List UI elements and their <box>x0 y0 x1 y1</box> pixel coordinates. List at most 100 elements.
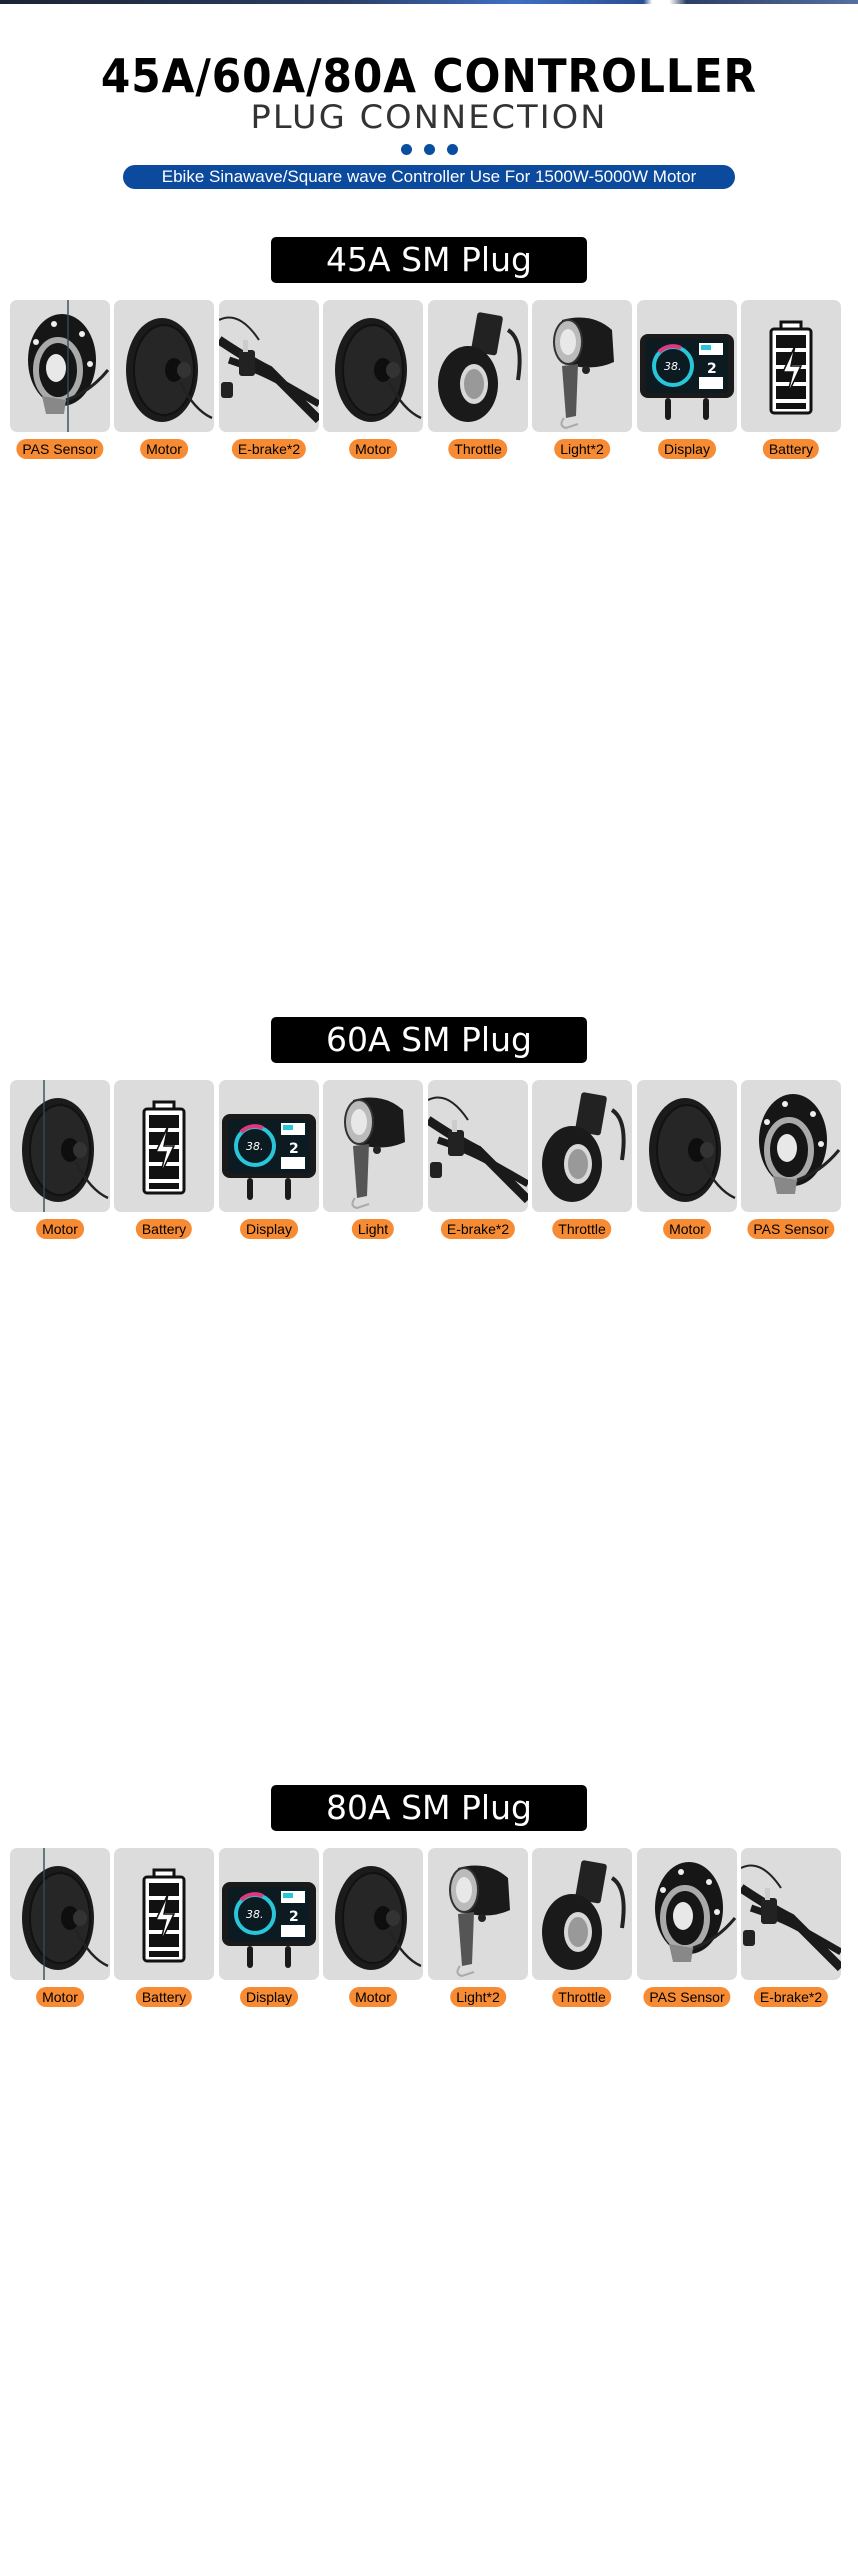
thumb-throttle-icon <box>428 300 528 432</box>
battery-icon <box>741 300 841 432</box>
component-label: E-brake*2 <box>440 1219 516 1239</box>
component-label: Throttle <box>552 1219 612 1239</box>
component-card: Motor <box>10 1080 110 1239</box>
dot-icon <box>446 144 458 155</box>
svg-text:2: 2 <box>707 361 717 377</box>
lcd-display-icon: 38. 2 <box>219 1080 319 1212</box>
brake-lever-icon <box>428 1080 528 1212</box>
component-card: Light*2 <box>428 1848 528 2007</box>
section-60a: 60A SM Plug Motor Battery 38. 2 D <box>0 1000 858 1770</box>
component-card: 38. 2 Display <box>219 1080 319 1239</box>
component-card: Motor <box>114 300 214 459</box>
component-card: Battery <box>114 1848 214 2007</box>
component-label: Throttle <box>448 439 508 459</box>
page-subtitle: PLUG CONNECTION <box>250 98 608 136</box>
component-label: Display <box>240 1987 298 2007</box>
component-card: PAS Sensor <box>637 1848 737 2007</box>
component-label: Battery <box>762 439 820 459</box>
section-80a: 80A SM Plug Motor Battery 38. 2 D <box>0 1768 858 2560</box>
svg-text:38.: 38. <box>664 360 682 373</box>
component-card: 38. 2 Display <box>637 300 737 459</box>
hub-motor-icon <box>637 1080 737 1212</box>
headlight-icon <box>323 1080 423 1212</box>
component-label: Light*2 <box>450 1987 506 2007</box>
component-card: PAS Sensor <box>741 1080 841 1239</box>
component-card: Motor <box>637 1080 737 1239</box>
component-label: Motor <box>36 1987 84 2007</box>
component-card: E-brake*2 <box>741 1848 841 2007</box>
hub-motor-icon <box>114 300 214 432</box>
component-label: Battery <box>135 1219 193 1239</box>
component-card: Light*2 <box>532 300 632 459</box>
component-label: Motor <box>36 1219 84 1239</box>
component-label: E-brake*2 <box>753 1987 829 2007</box>
component-label: Throttle <box>552 1987 612 2007</box>
component-label: E-brake*2 <box>231 439 307 459</box>
brake-lever-icon <box>219 300 319 432</box>
section-title-badge: 80A SM Plug <box>271 1785 587 1831</box>
wiring-diagram-60a <box>0 1240 858 1770</box>
component-label: Battery <box>135 1987 193 2007</box>
hub-motor-icon <box>10 1848 110 1980</box>
brake-lever-icon <box>741 1848 841 1980</box>
component-label: Display <box>240 1219 298 1239</box>
top-banner-strip <box>0 0 858 4</box>
component-label: Motor <box>663 1219 711 1239</box>
component-row: Motor Battery 38. 2 Display Li <box>10 1080 850 1240</box>
component-card: E-brake*2 <box>428 1080 528 1239</box>
component-label: Light <box>351 1219 395 1239</box>
component-card: Motor <box>10 1848 110 2007</box>
page-title: 45A/60A/80A CONTROLLER <box>100 49 758 103</box>
lcd-display-icon: 38. 2 <box>637 300 737 432</box>
component-card: Throttle <box>532 1848 632 2007</box>
component-card: Motor <box>323 300 423 459</box>
battery-icon <box>114 1080 214 1212</box>
lcd-display-icon: 38. 2 <box>219 1848 319 1980</box>
component-row: Motor Battery 38. 2 Display Motor <box>10 1848 850 2008</box>
decorative-dots <box>0 144 858 155</box>
tagline-banner: Ebike Sinawave/Square wave Controller Us… <box>123 165 735 189</box>
hub-motor-icon <box>323 1848 423 1980</box>
leader-line <box>67 300 69 432</box>
dot-icon <box>423 144 435 155</box>
component-card: Throttle <box>428 300 528 459</box>
wiring-diagram-80a <box>0 2008 858 2560</box>
component-label: Display <box>658 439 716 459</box>
svg-text:38.: 38. <box>246 1140 264 1153</box>
headlight-icon <box>532 300 632 432</box>
svg-text:2: 2 <box>289 1909 299 1925</box>
pas-sensor-icon <box>741 1080 841 1212</box>
component-label: PAS Sensor <box>643 1987 731 2007</box>
svg-text:38.: 38. <box>246 1908 264 1921</box>
wiring-diagram-45a <box>0 460 858 1000</box>
pas-sensor-icon <box>637 1848 737 1980</box>
leader-line <box>43 1848 45 1980</box>
hub-motor-icon <box>323 300 423 432</box>
component-card: Throttle <box>532 1080 632 1239</box>
component-card: Motor <box>323 1848 423 2007</box>
component-label: Motor <box>349 439 397 459</box>
hub-motor-icon <box>10 1080 110 1212</box>
component-card: PAS Sensor <box>10 300 110 459</box>
section-title-badge: 60A SM Plug <box>271 1017 587 1063</box>
component-card: Battery <box>114 1080 214 1239</box>
section-title-badge: 45A SM Plug <box>271 237 587 283</box>
component-label: Motor <box>140 439 188 459</box>
pas-sensor-icon <box>10 300 110 432</box>
component-card: 38. 2 Display <box>219 1848 319 2007</box>
component-label: PAS Sensor <box>747 1219 835 1239</box>
headlight-icon <box>428 1848 528 1980</box>
component-card: Battery <box>741 300 841 459</box>
component-label: Light*2 <box>554 439 610 459</box>
component-card: Light <box>323 1080 423 1239</box>
component-label: PAS Sensor <box>16 439 104 459</box>
battery-icon <box>114 1848 214 1980</box>
component-card: E-brake*2 <box>219 300 319 459</box>
thumb-throttle-icon <box>532 1848 632 1980</box>
component-label: Motor <box>349 1987 397 2007</box>
svg-text:2: 2 <box>289 1141 299 1157</box>
page-header: 45A/60A/80A CONTROLLER PLUG CONNECTION E… <box>0 50 858 189</box>
dot-icon <box>400 144 412 155</box>
thumb-throttle-icon <box>532 1080 632 1212</box>
component-row: PAS Sensor Motor E-brake*2 Motor Throttl… <box>10 300 850 460</box>
